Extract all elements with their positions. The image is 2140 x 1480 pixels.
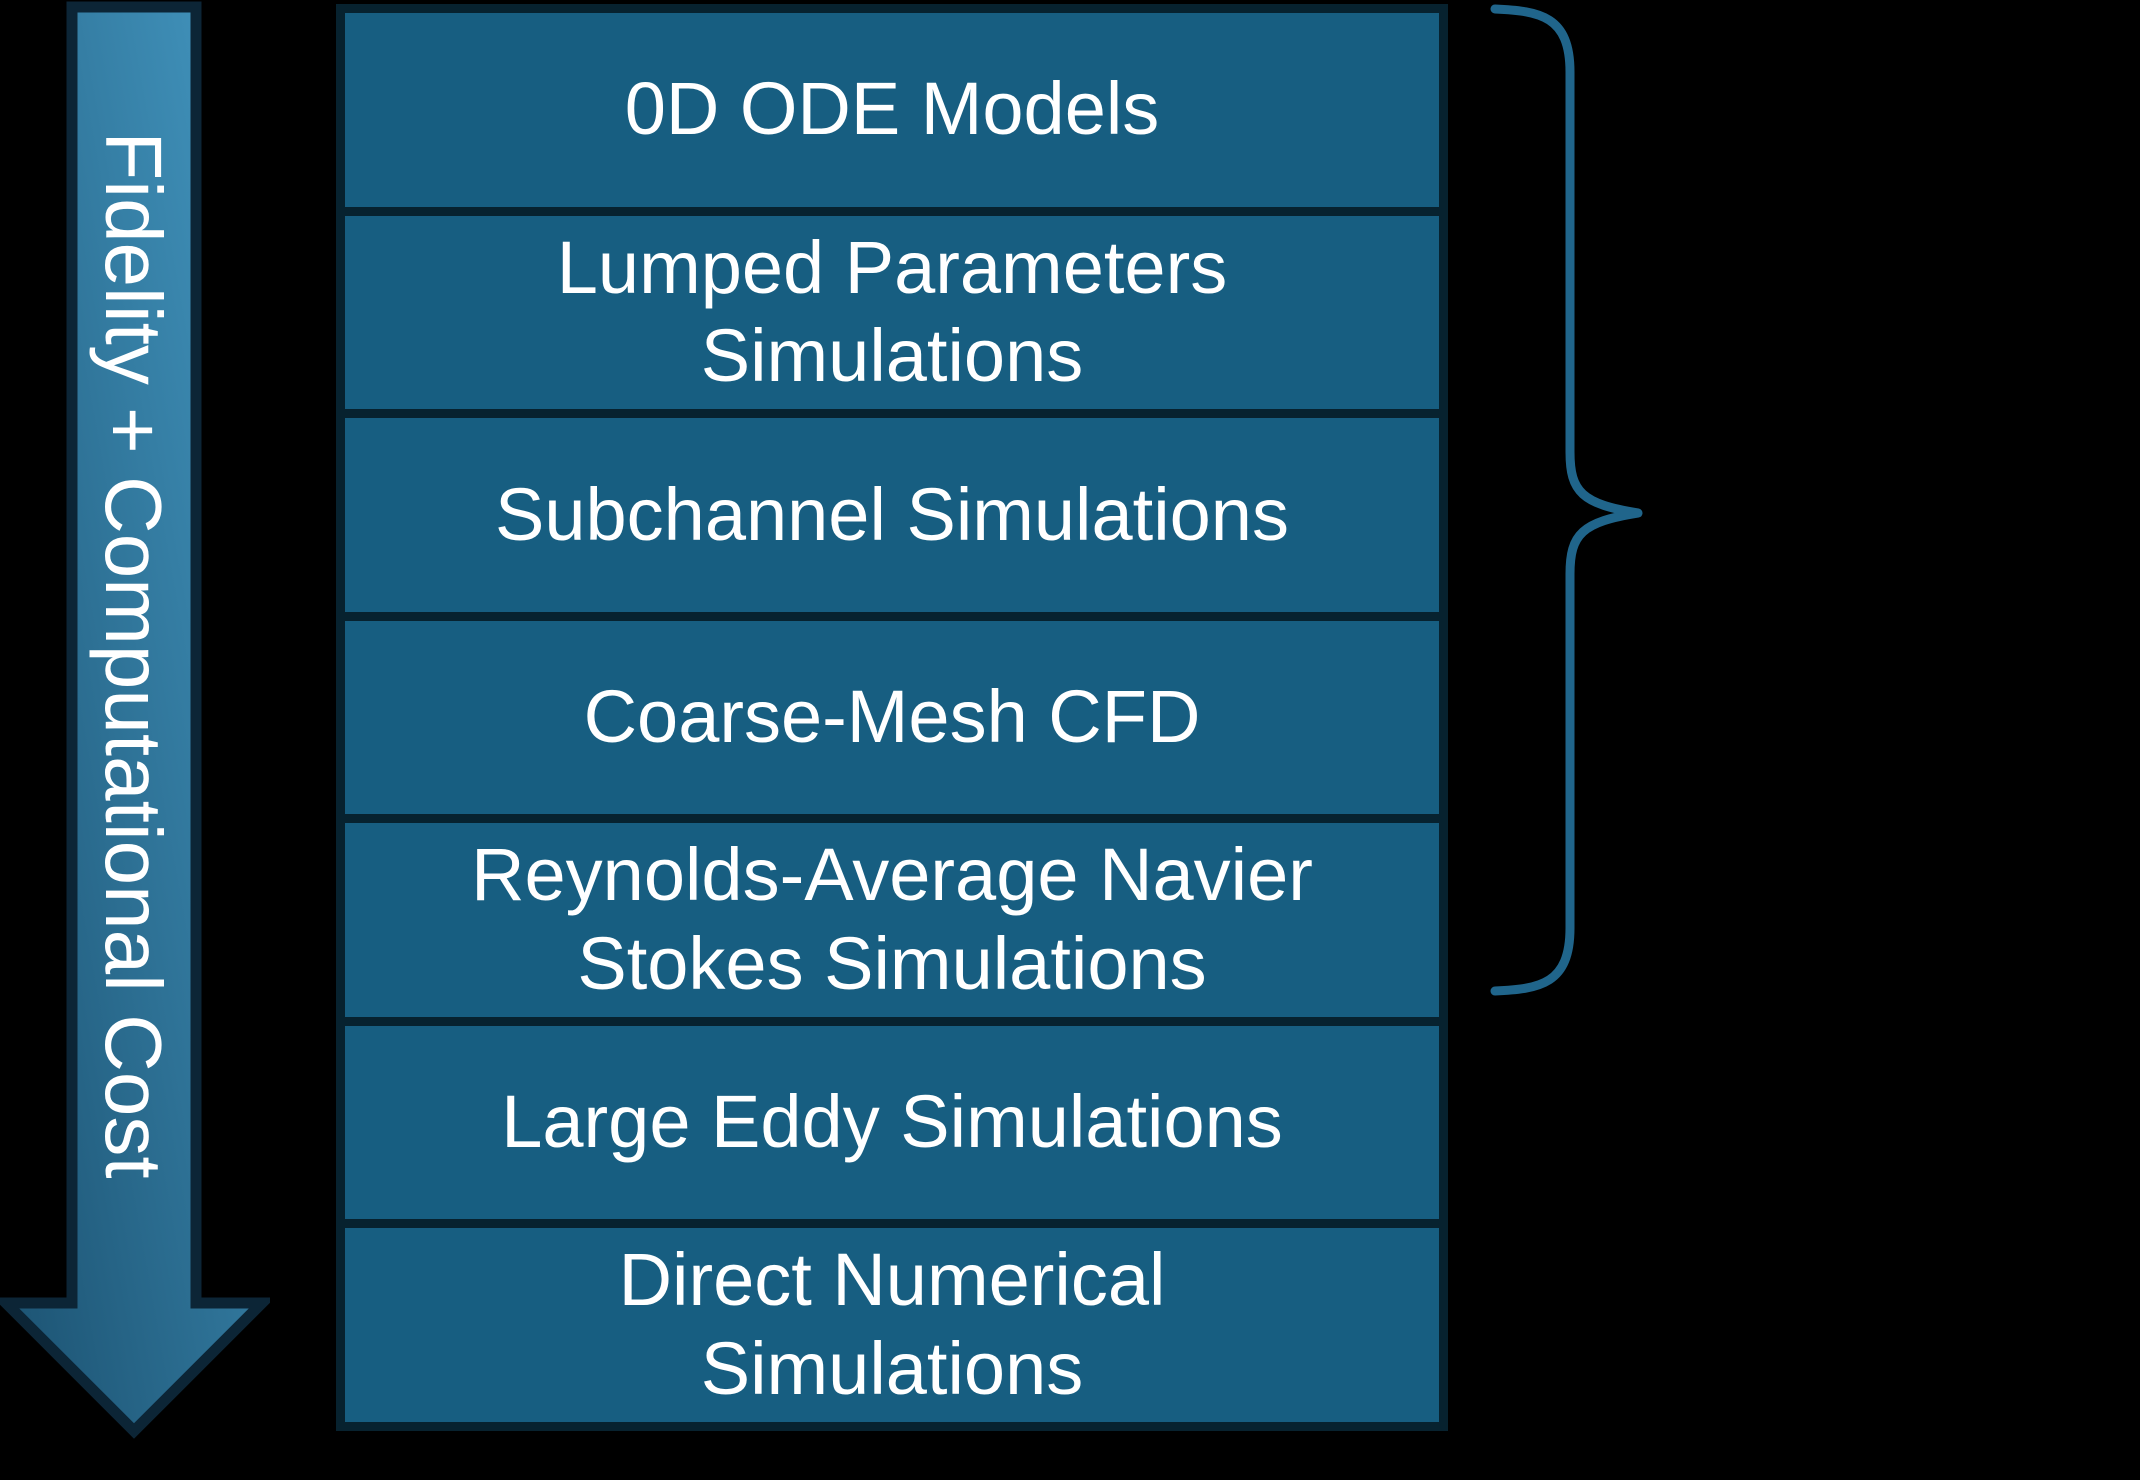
stack-box-subchannel: Subchannel Simulations xyxy=(345,418,1439,612)
grouping-brace xyxy=(1490,4,1643,996)
stack-box-dns: Direct Numerical Simulations xyxy=(345,1228,1439,1423)
stack-box-label: Subchannel Simulations xyxy=(495,472,1289,556)
stack-box-coarse-mesh-cfd: Coarse-Mesh CFD xyxy=(345,620,1439,815)
stack-box-label: 0D ODE Models xyxy=(624,67,1160,151)
stack-box-label: Direct Numerical Simulations xyxy=(618,1238,1166,1411)
stack-box-les: Large Eddy Simulations xyxy=(345,1025,1439,1220)
stack-box-label: Reynolds-Average Navier Stokes Simulatio… xyxy=(471,833,1313,1006)
curly-brace-shape xyxy=(1490,4,1643,996)
stack-box-0d-ode: 0D ODE Models xyxy=(345,13,1439,207)
stack-box-label: Coarse-Mesh CFD xyxy=(583,675,1201,759)
fidelity-cost-arrow: Fidelity + Computational Cost xyxy=(0,1,270,1439)
down-arrow-shape xyxy=(0,1,270,1439)
stack-box-label: Large Eddy Simulations xyxy=(501,1080,1283,1164)
model-stack: 0D ODE Models Lumped Parameters Simulati… xyxy=(336,4,1448,1431)
arrow-label: Fidelity + Computational Cost xyxy=(89,131,178,1178)
stack-box-label: Lumped Parameters Simulations xyxy=(556,225,1228,398)
stack-box-lumped-parameters: Lumped Parameters Simulations xyxy=(345,215,1439,410)
stack-box-rans: Reynolds-Average Navier Stokes Simulatio… xyxy=(345,823,1439,1017)
